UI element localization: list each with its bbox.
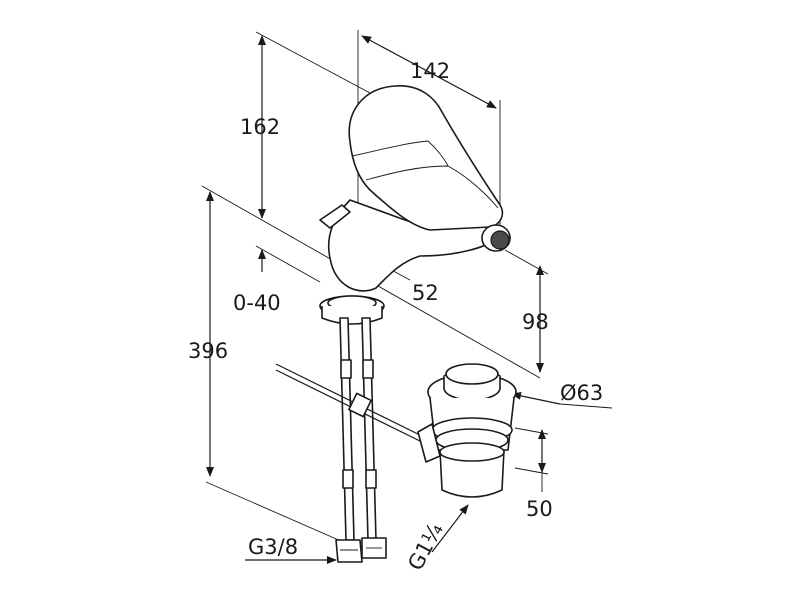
deck-thickness-label: 0-40 <box>233 291 281 315</box>
total-height-label: 396 <box>188 339 228 363</box>
supply-hoses <box>335 317 387 563</box>
waste-thread-label: G1¼ <box>403 519 448 574</box>
reach-dimension-label: 52 <box>412 281 439 305</box>
pop-up-waste <box>417 363 517 498</box>
pop-up-rod <box>275 363 431 447</box>
spout-height-label: 98 <box>522 310 549 334</box>
supply-thread-label: G3/8 <box>248 535 298 559</box>
width-dimension-label: 142 <box>410 59 450 83</box>
waste-height-label: 50 <box>526 497 553 521</box>
waste-diameter-label: Ø63 <box>560 381 603 405</box>
mixer-tap <box>319 85 511 325</box>
height-dimension-label: 162 <box>240 115 280 139</box>
